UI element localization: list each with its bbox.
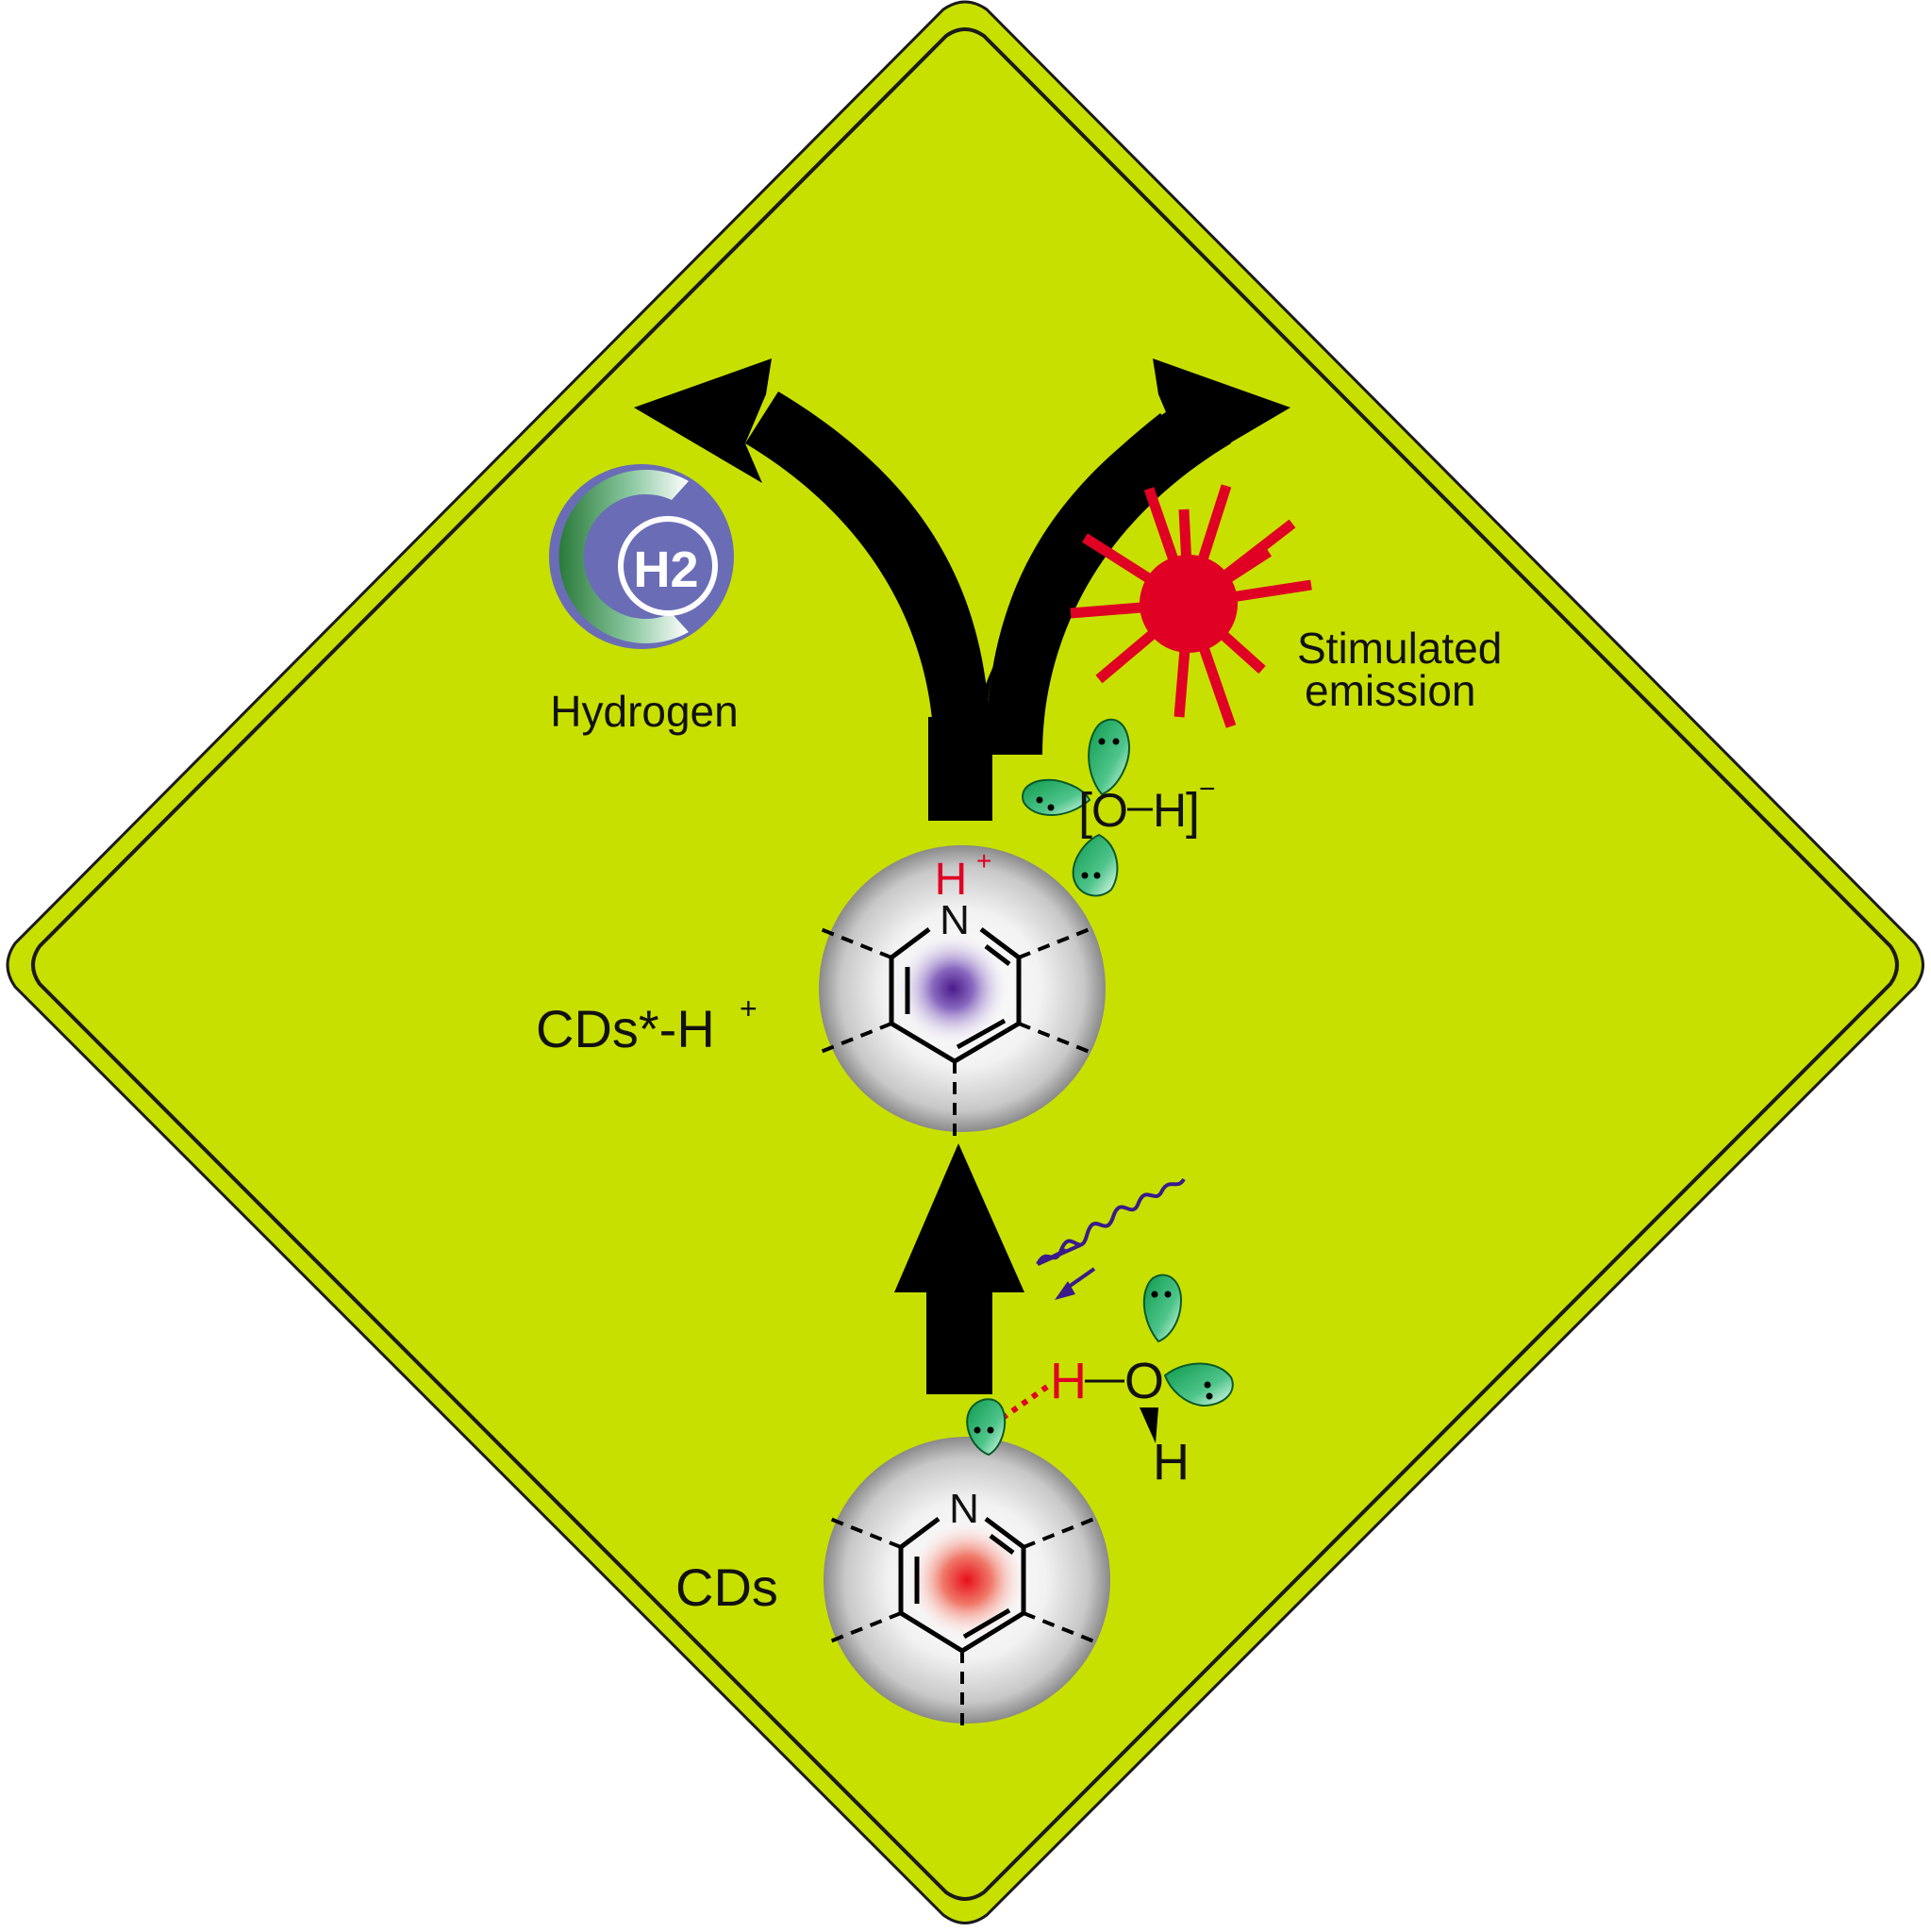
photon-wave-icon (1036, 1177, 1186, 1300)
hydrogen-label: Hydrogen (550, 687, 738, 736)
up-arrow (894, 1143, 1024, 1394)
proton-h: H (935, 855, 968, 905)
water-oxygen: O (1124, 1353, 1164, 1409)
h2-logo-icon: H2 (549, 464, 734, 649)
water-hydrogen: H (1153, 1434, 1190, 1491)
hydroxide-group: [ O H ] − (1022, 718, 1216, 897)
water-h-donor: H (1050, 1353, 1087, 1409)
hydroxide-hydrogen: H (1153, 784, 1187, 837)
excited-state-label-charge: + (740, 991, 757, 1025)
excited-state-particle: N H + (819, 845, 1106, 1141)
ground-nitrogen: N (949, 1486, 979, 1532)
hydroxide-bracket-close: ] (1186, 783, 1200, 840)
hydroxide-charge: − (1199, 774, 1216, 805)
excited-nitrogen: N (940, 897, 970, 943)
fork-arrow (634, 358, 1290, 821)
h2-label: H2 (633, 541, 698, 598)
excited-state-label: CDs*-H (536, 999, 715, 1058)
sign-inner-border (31, 27, 1899, 1901)
ground-state-particle: N (824, 1398, 1110, 1731)
hydroxide-oxygen: O (1091, 784, 1128, 837)
laser-burst-icon (1070, 484, 1312, 728)
water-molecule: H O H (998, 1274, 1234, 1491)
stimulated-emission-line1: Stimulated (1297, 624, 1502, 673)
ground-state-label: CDs (675, 1557, 778, 1617)
proton-charge: + (976, 846, 991, 875)
stimulated-emission-line2: emission (1305, 666, 1476, 715)
hydroxide-bracket-open: [ (1078, 783, 1092, 840)
